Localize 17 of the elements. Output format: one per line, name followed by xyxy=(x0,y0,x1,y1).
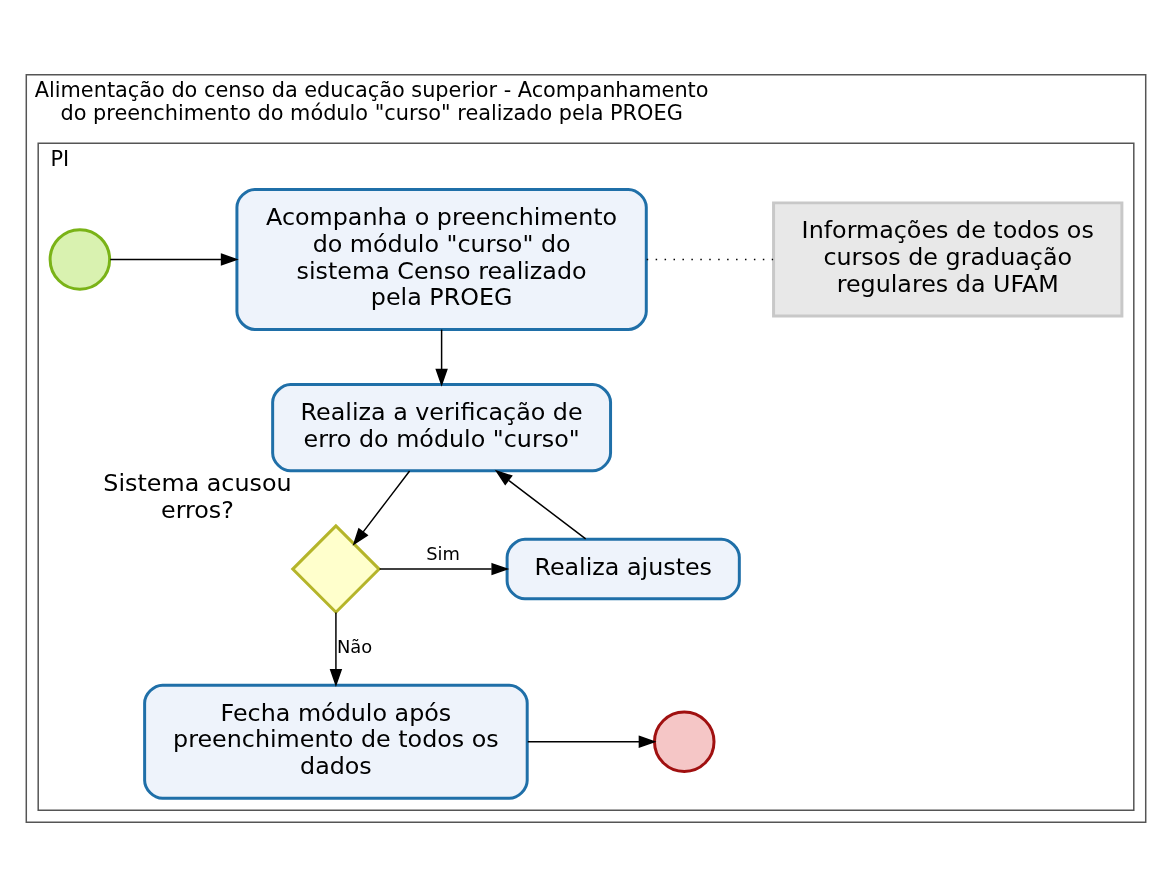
node-box: Realiza a verificação de erro do módulo "curso" xyxy=(271,382,613,472)
node-box: Realiza ajustes xyxy=(505,537,741,600)
arrow xyxy=(352,469,411,546)
arrow xyxy=(494,469,587,540)
arrow xyxy=(435,328,448,387)
arrow xyxy=(527,735,657,748)
arrow xyxy=(109,252,239,266)
node-box: Fecha módulo após preenchimento de todos os dados xyxy=(143,683,529,800)
arrow xyxy=(329,611,343,687)
edge-label: Não xyxy=(336,635,373,657)
node-box: Informações de todos os cursos de graduação regulares da UFAM xyxy=(772,200,1124,317)
edge-label: Sim xyxy=(426,542,460,564)
node-box: Acompanha o preenchimento do módulo "curso" do sistema Censo realizado pela PROEG xyxy=(235,187,648,331)
arrow xyxy=(378,562,510,575)
node-circle xyxy=(653,710,716,773)
node-circle xyxy=(48,227,112,291)
node-diamond xyxy=(290,523,382,614)
